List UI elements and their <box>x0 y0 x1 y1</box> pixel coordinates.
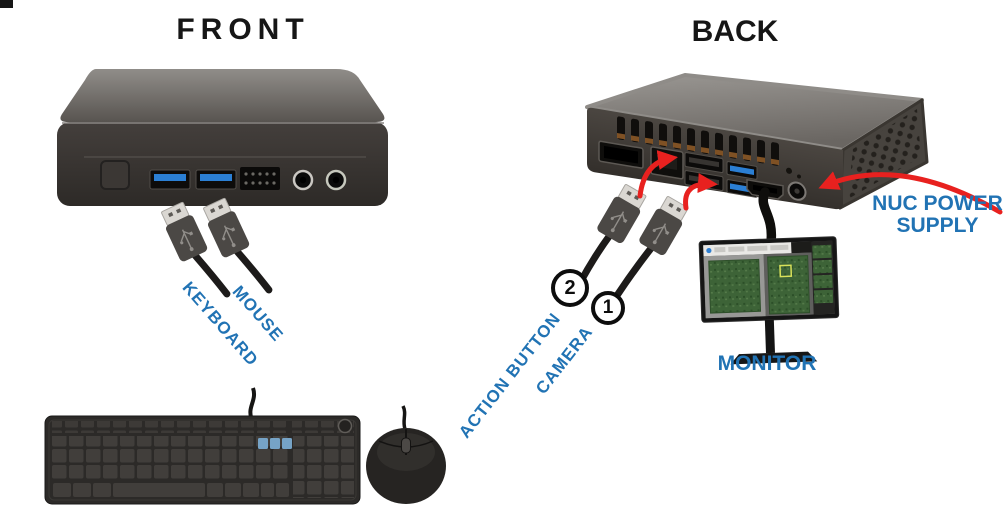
usb-port-front-2 <box>195 169 237 190</box>
audio-jack-2 <box>325 169 347 191</box>
power-button-front <box>100 160 130 190</box>
mouse-scroll-wheel <box>401 437 411 454</box>
monitor-cable <box>758 187 777 247</box>
displayport-port <box>598 140 644 169</box>
usb-cable-keyboard <box>157 199 231 298</box>
keyboard-indicator-keys <box>258 438 292 449</box>
power-jack <box>787 181 807 201</box>
mouse-cable <box>401 405 407 430</box>
corner-artifact <box>0 0 13 8</box>
back-title: BACK <box>691 15 779 48</box>
monitor-base <box>730 351 818 365</box>
step-badge-camera: 1 <box>591 291 625 325</box>
audio-jack-1 <box>292 169 314 191</box>
front-title: FRONT <box>176 13 310 46</box>
vent-slots <box>617 116 779 166</box>
step-badge-action-button: 2 <box>551 269 589 307</box>
monitor-illustration <box>698 236 840 365</box>
header-connector <box>240 167 280 190</box>
arrow-to-power-jack-icon <box>818 171 1003 215</box>
keyboard-cable <box>248 387 256 418</box>
usb-port-front-1 <box>149 169 191 190</box>
monitor-stand <box>764 319 775 354</box>
dell-logo <box>337 418 353 434</box>
usb-cable-mouse <box>199 195 273 294</box>
usb3-port-back-top <box>726 161 758 180</box>
monitor-screen <box>703 240 835 319</box>
monitor-label: MONITOR <box>717 352 817 375</box>
nuc-back-illustration <box>585 73 929 210</box>
usb-port-back-top <box>684 152 724 174</box>
nuc-power-supply-label: NUC POWER SUPPLY <box>872 192 1003 237</box>
arrow-to-usb-bottom-icon <box>683 173 718 211</box>
keyboard-illustration <box>44 387 361 505</box>
mouse-illustration <box>366 405 446 504</box>
usb-cable-camera <box>614 193 692 298</box>
arrow-to-usb-top-icon <box>637 150 678 199</box>
nuc-front-illustration <box>57 69 388 206</box>
spacebar-key <box>113 483 205 497</box>
